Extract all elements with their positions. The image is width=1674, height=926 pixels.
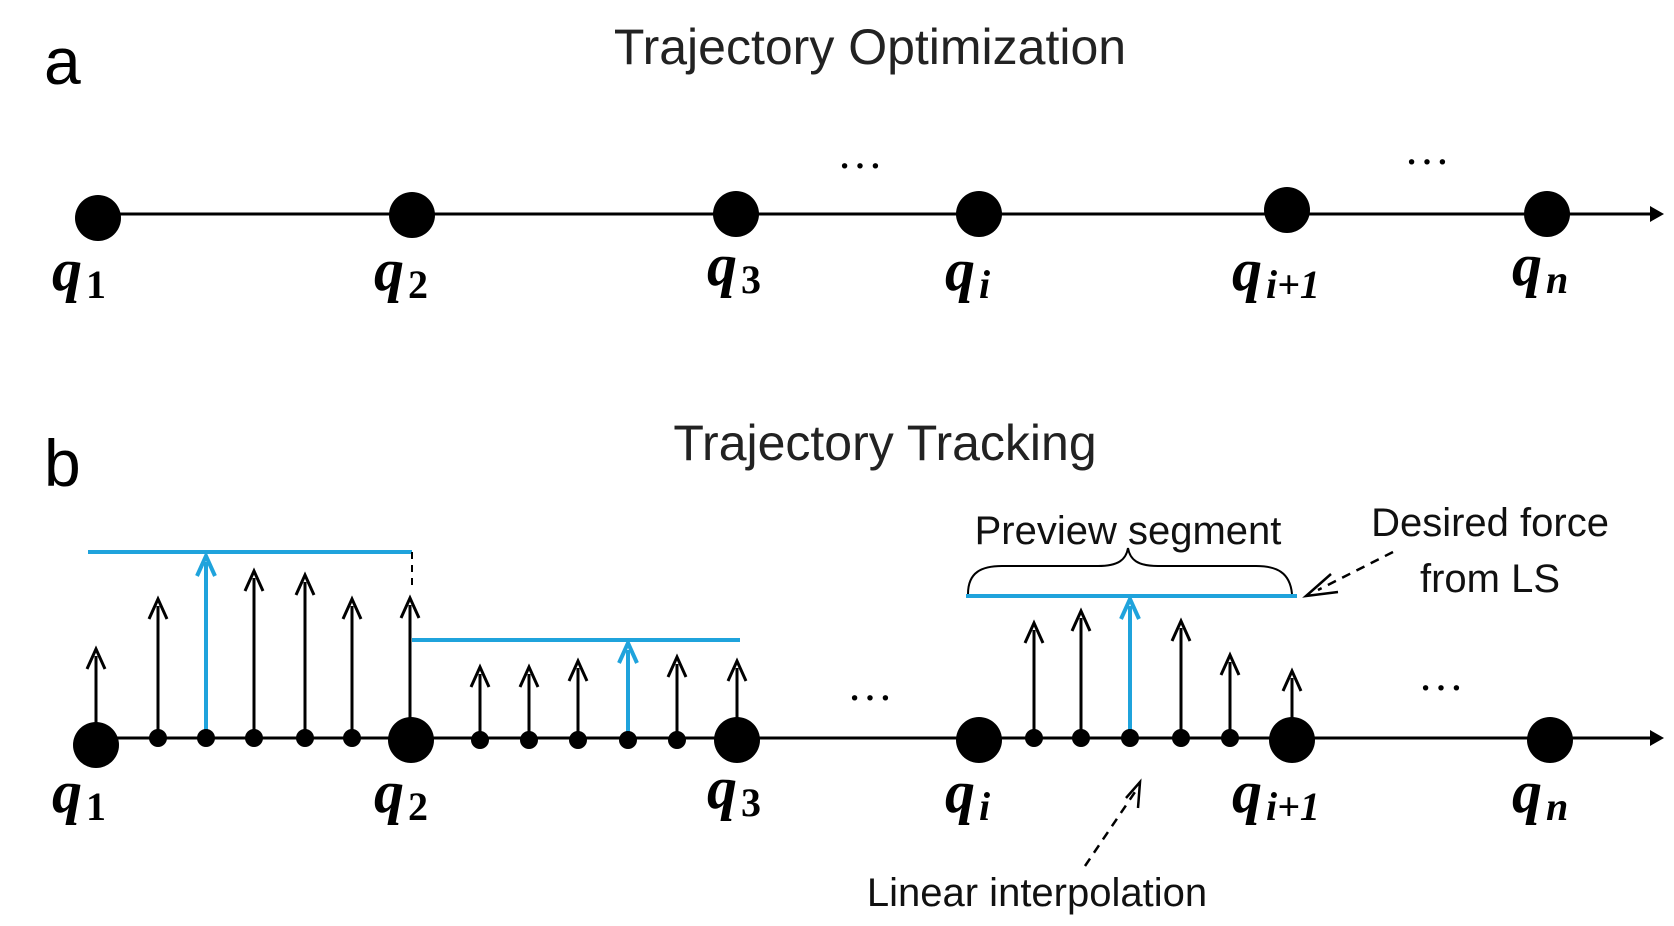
desired-force-label-line1: Desired force (1371, 501, 1609, 545)
interp-point (1072, 729, 1090, 747)
force-arrow (341, 595, 363, 738)
node-qi (956, 191, 1002, 237)
force-arrow (1070, 607, 1092, 738)
nodes-a (75, 187, 1570, 241)
axis-a (98, 206, 1664, 222)
ellipsis-a-2: … (1404, 123, 1454, 174)
force-arrow-highlight (617, 638, 639, 738)
force-arrow (399, 594, 421, 738)
interp-point (668, 731, 686, 749)
interp-points (149, 729, 1239, 749)
node-qn (1527, 717, 1573, 763)
preview-brace (967, 547, 1293, 595)
panel-a-title: Trajectory Optimization (614, 19, 1126, 75)
panel-b: b Trajectory Tracking (44, 415, 1664, 915)
node-qi (956, 717, 1002, 763)
interp-point (1025, 729, 1043, 747)
force-arrow (147, 595, 169, 738)
interp-point (619, 731, 637, 749)
interp-point (1121, 729, 1139, 747)
force-arrow (567, 657, 589, 738)
interp-point (1172, 729, 1190, 747)
force-arrow (469, 663, 491, 738)
nodes-b (73, 717, 1573, 768)
node-qn (1524, 191, 1570, 237)
desired-force-pointer (1302, 550, 1394, 598)
force-levels (88, 550, 1297, 642)
interp-point (343, 729, 361, 747)
ellipsis-b-1: … (847, 659, 897, 710)
interp-point (1221, 729, 1239, 747)
node-q2 (389, 192, 435, 238)
panel-b-letter: b (44, 426, 81, 500)
axis-b (95, 730, 1664, 746)
force-arrow (518, 663, 540, 738)
interp-point (296, 729, 314, 747)
interp-point (245, 729, 263, 747)
ellipsis-b-2: … (1418, 649, 1468, 700)
force-arrow (1023, 619, 1045, 738)
node-qi1 (1264, 187, 1310, 233)
force-arrow-highlight (1119, 594, 1141, 738)
node-q1 (75, 195, 121, 241)
force-arrow-highlight (195, 551, 217, 738)
node-q1 (73, 722, 119, 768)
panel-b-title: Trajectory Tracking (673, 415, 1096, 471)
interp-point (471, 731, 489, 749)
interp-point (520, 731, 538, 749)
node-q3 (713, 191, 759, 237)
force-arrows (85, 551, 1303, 738)
interp-pointer (1083, 778, 1142, 867)
interp-point (569, 731, 587, 749)
interp-point (197, 729, 215, 747)
linear-interpolation-label: Linear interpolation (867, 871, 1207, 915)
preview-segment-label: Preview segment (975, 509, 1282, 553)
ellipsis-a-1: … (837, 127, 887, 178)
force-arrow (294, 571, 316, 738)
interp-point (149, 729, 167, 747)
panel-a-letter: a (44, 24, 81, 98)
force-arrow (1170, 617, 1192, 738)
force-arrow (666, 653, 688, 738)
force-arrow (243, 567, 265, 738)
node-q2 (388, 717, 434, 763)
node-q3 (714, 717, 760, 763)
desired-force-label-line2: from LS (1420, 557, 1560, 601)
force-arrow (1219, 651, 1241, 738)
node-qi1 (1269, 717, 1315, 763)
